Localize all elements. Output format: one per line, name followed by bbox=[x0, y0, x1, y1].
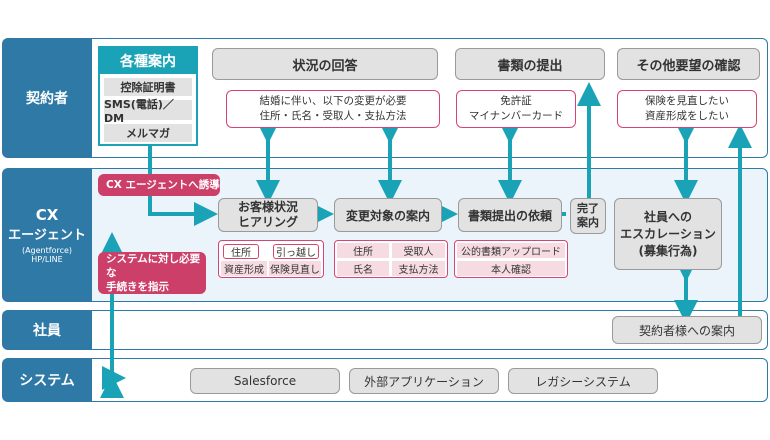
guides-panel: 各種案内 控除証明書 SMS(電話)／DM メルマガ bbox=[98, 46, 198, 146]
request-docs-box: 書類提出の依頼 bbox=[458, 198, 562, 232]
lane-contractor-text: 契約者 bbox=[26, 91, 68, 107]
guide-item-mailmag: メルマガ bbox=[104, 124, 192, 142]
arrow-guides-to-hearing bbox=[148, 146, 218, 226]
status-note: 結婚に伴い、以下の変更が必要 住所・氏名・受取人・支払方法 bbox=[226, 90, 440, 128]
docs-tag-identity: 本人確認 bbox=[457, 261, 565, 276]
documents-note-line1: 免許証 bbox=[500, 95, 532, 107]
lane-label-system: システム bbox=[2, 358, 92, 402]
escalation-line3: (募集行為) bbox=[638, 243, 698, 258]
hearing-box: お客様状況 ヒアリング bbox=[218, 198, 318, 232]
lane-label-staff: 社員 bbox=[2, 310, 92, 350]
complete-line2: 案内 bbox=[577, 216, 599, 229]
complete-guide-box: 完了 案内 bbox=[570, 198, 606, 234]
lane-cx-title: CX bbox=[35, 206, 59, 224]
system-external-app: 外部アプリケーション bbox=[349, 368, 499, 394]
complete-line1: 完了 bbox=[577, 202, 599, 215]
change-tag-payment: 支払方法 bbox=[392, 261, 445, 276]
change-tag-name: 氏名 bbox=[337, 261, 389, 276]
hearing-tags: 住所 引っ越し 資産形成 保険見直し bbox=[218, 240, 324, 278]
lane-label-contractor: 契約者 bbox=[2, 38, 92, 158]
docs-tag-upload: 公的書類アップロード bbox=[457, 243, 565, 258]
cx-instruct-label: システムに対し必要な 手続きを指示 bbox=[98, 252, 206, 294]
other-requests-box: その他要望の確認 bbox=[617, 48, 760, 80]
hearing-tag-asset: 資産形成 bbox=[221, 261, 267, 276]
documents-note: 免許証 マイナンバーカード bbox=[456, 90, 576, 128]
other-note-line2: 資産形成をしたい bbox=[645, 110, 729, 122]
lane-label-cx-agent: CX エージェント (Agentforce) HP/LINE bbox=[2, 168, 92, 302]
lane-cx-small2: HP/LINE bbox=[31, 255, 63, 264]
hearing-tag-moving: 引っ越し bbox=[273, 244, 319, 259]
status-note-line2: 住所・氏名・受取人・支払方法 bbox=[259, 110, 407, 122]
lane-staff-text: 社員 bbox=[33, 323, 61, 339]
lane-cx-small1: (Agentforce) bbox=[21, 246, 73, 255]
documents-submit-box: 書類の提出 bbox=[455, 48, 605, 80]
escalation-box: 社員への エスカレーション (募集行為) bbox=[614, 198, 722, 270]
cx-instruct-line2: 手続きを指示 bbox=[106, 281, 169, 293]
hearing-line2: ヒアリング bbox=[237, 215, 298, 229]
escalation-line2: エスカレーション bbox=[620, 226, 716, 241]
lane-system-text: システム bbox=[19, 373, 75, 389]
guide-item-deduction: 控除証明書 bbox=[104, 78, 192, 96]
guide-item-sms: SMS(電話)／DM bbox=[104, 98, 192, 125]
change-guide-box: 変更対象の案内 bbox=[334, 198, 442, 232]
other-note-line1: 保険を見直したい bbox=[645, 95, 729, 107]
system-legacy: レガシーシステム bbox=[508, 368, 658, 394]
other-note: 保険を見直したい 資産形成をしたい bbox=[617, 90, 757, 128]
status-note-line1: 結婚に伴い、以下の変更が必要 bbox=[259, 95, 407, 107]
cx-induce-label: CX エージェントへ誘導 bbox=[98, 174, 220, 196]
change-tag-recipient: 受取人 bbox=[392, 243, 445, 258]
lane-cx-sub: エージェント bbox=[8, 228, 86, 243]
hearing-line1: お客様状況 bbox=[237, 200, 298, 214]
status-answer-box: 状況の回答 bbox=[212, 48, 438, 80]
change-tags: 住所 受取人 氏名 支払方法 bbox=[334, 240, 448, 278]
guides-title: 各種案内 bbox=[100, 48, 196, 74]
escalation-line1: 社員への bbox=[643, 209, 692, 224]
hearing-tag-review: 保険見直し bbox=[269, 261, 321, 276]
change-tag-address: 住所 bbox=[337, 243, 389, 258]
cx-instruct-line1: システムに対し必要な bbox=[106, 253, 201, 279]
system-salesforce: Salesforce bbox=[190, 368, 340, 394]
staff-guide-box: 契約者様への案内 bbox=[612, 316, 762, 344]
documents-note-line2: マイナンバーカード bbox=[468, 110, 564, 122]
hearing-tag-address: 住所 bbox=[223, 244, 259, 259]
docs-tags: 公的書類アップロード 本人確認 bbox=[454, 240, 568, 278]
